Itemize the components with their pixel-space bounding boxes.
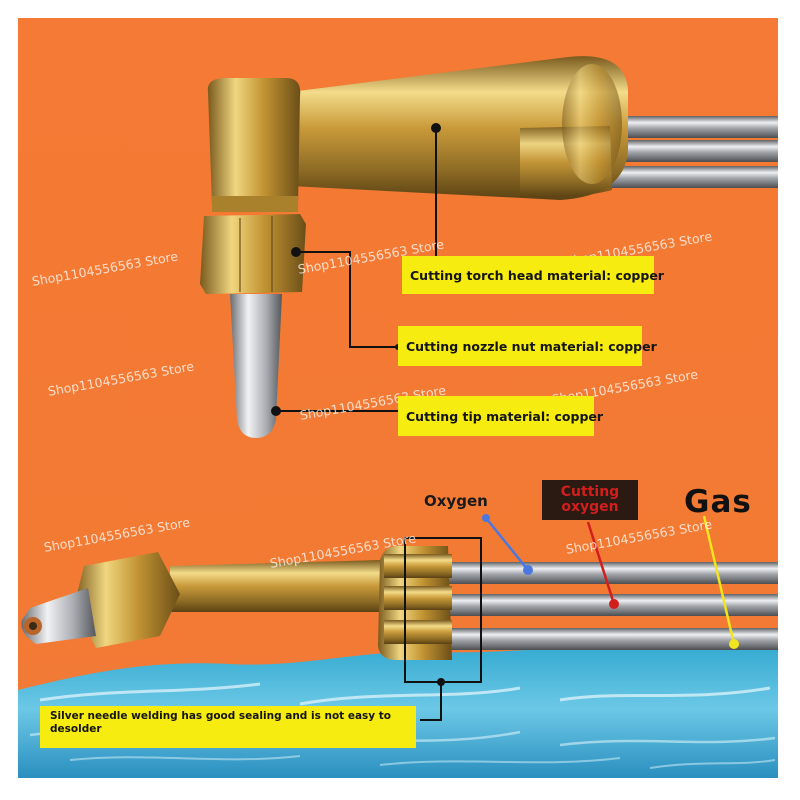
head-material-callout: Cutting torch head material: copper: [402, 256, 664, 294]
cutting-oxygen-label-line1: Cutting: [560, 484, 620, 500]
nozzle-nut: [200, 214, 306, 294]
oxygen-pointer-line: [485, 517, 529, 571]
front-hex-nut: [74, 552, 180, 648]
tip-material-callout: Cutting tip material: copper: [398, 396, 603, 436]
gas-label: Gas: [684, 484, 752, 520]
cutting-oxygen-label: Cutting oxygen: [542, 480, 638, 520]
torch-elbow: [207, 78, 301, 206]
cutting-tip: [230, 294, 282, 438]
gas-pointer-line: [702, 515, 736, 645]
welding-callout: Silver needle welding has good sealing a…: [40, 706, 416, 748]
cutting-oxygen-pointer-line: [586, 521, 616, 605]
oxygen-label: Oxygen: [424, 492, 488, 510]
nut-material-callout: Cutting nozzle nut material: copper: [398, 326, 657, 366]
cutting-oxygen-label-line2: oxygen: [561, 499, 619, 515]
